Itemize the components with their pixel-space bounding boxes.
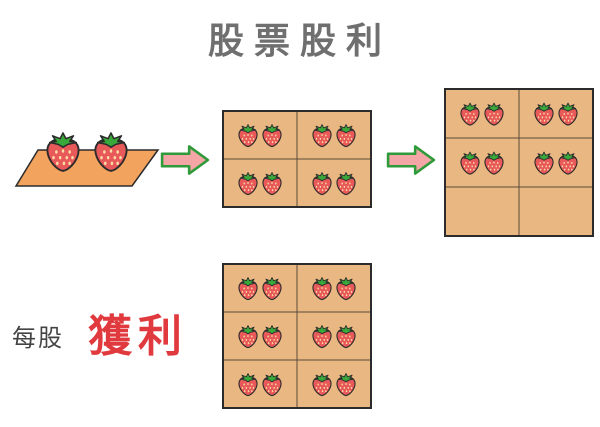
grid-cell bbox=[444, 137, 520, 188]
grid-cell bbox=[222, 311, 298, 361]
per-share-label: 每股 bbox=[12, 324, 64, 352]
grid-cell bbox=[296, 359, 372, 409]
grid-cell bbox=[296, 158, 372, 208]
grid-cell bbox=[296, 110, 372, 160]
grid-after-dividend bbox=[444, 88, 594, 237]
grid-cell bbox=[518, 88, 594, 139]
grid-outline bbox=[222, 110, 372, 208]
grid-cell bbox=[518, 186, 594, 237]
grid-outline bbox=[444, 88, 594, 237]
grid-cell bbox=[296, 311, 372, 361]
grid-outline bbox=[222, 263, 372, 409]
grid-cell bbox=[444, 186, 520, 237]
page-title: 股票股利 bbox=[207, 21, 392, 62]
plate bbox=[14, 149, 160, 187]
right-arrow-icon bbox=[160, 145, 210, 175]
grid-cell bbox=[222, 158, 298, 208]
right-arrow-icon bbox=[386, 145, 436, 175]
grid-cell bbox=[222, 110, 298, 160]
grid-cell bbox=[518, 137, 594, 188]
initial-plate-group bbox=[14, 131, 160, 187]
grid-cell bbox=[296, 263, 372, 313]
grid-cell bbox=[222, 263, 298, 313]
grid-profit bbox=[222, 263, 372, 409]
grid-before-dividend bbox=[222, 110, 372, 208]
grid-cell bbox=[222, 359, 298, 409]
grid-cell bbox=[444, 88, 520, 139]
profit-label: 獲利 bbox=[88, 311, 188, 362]
